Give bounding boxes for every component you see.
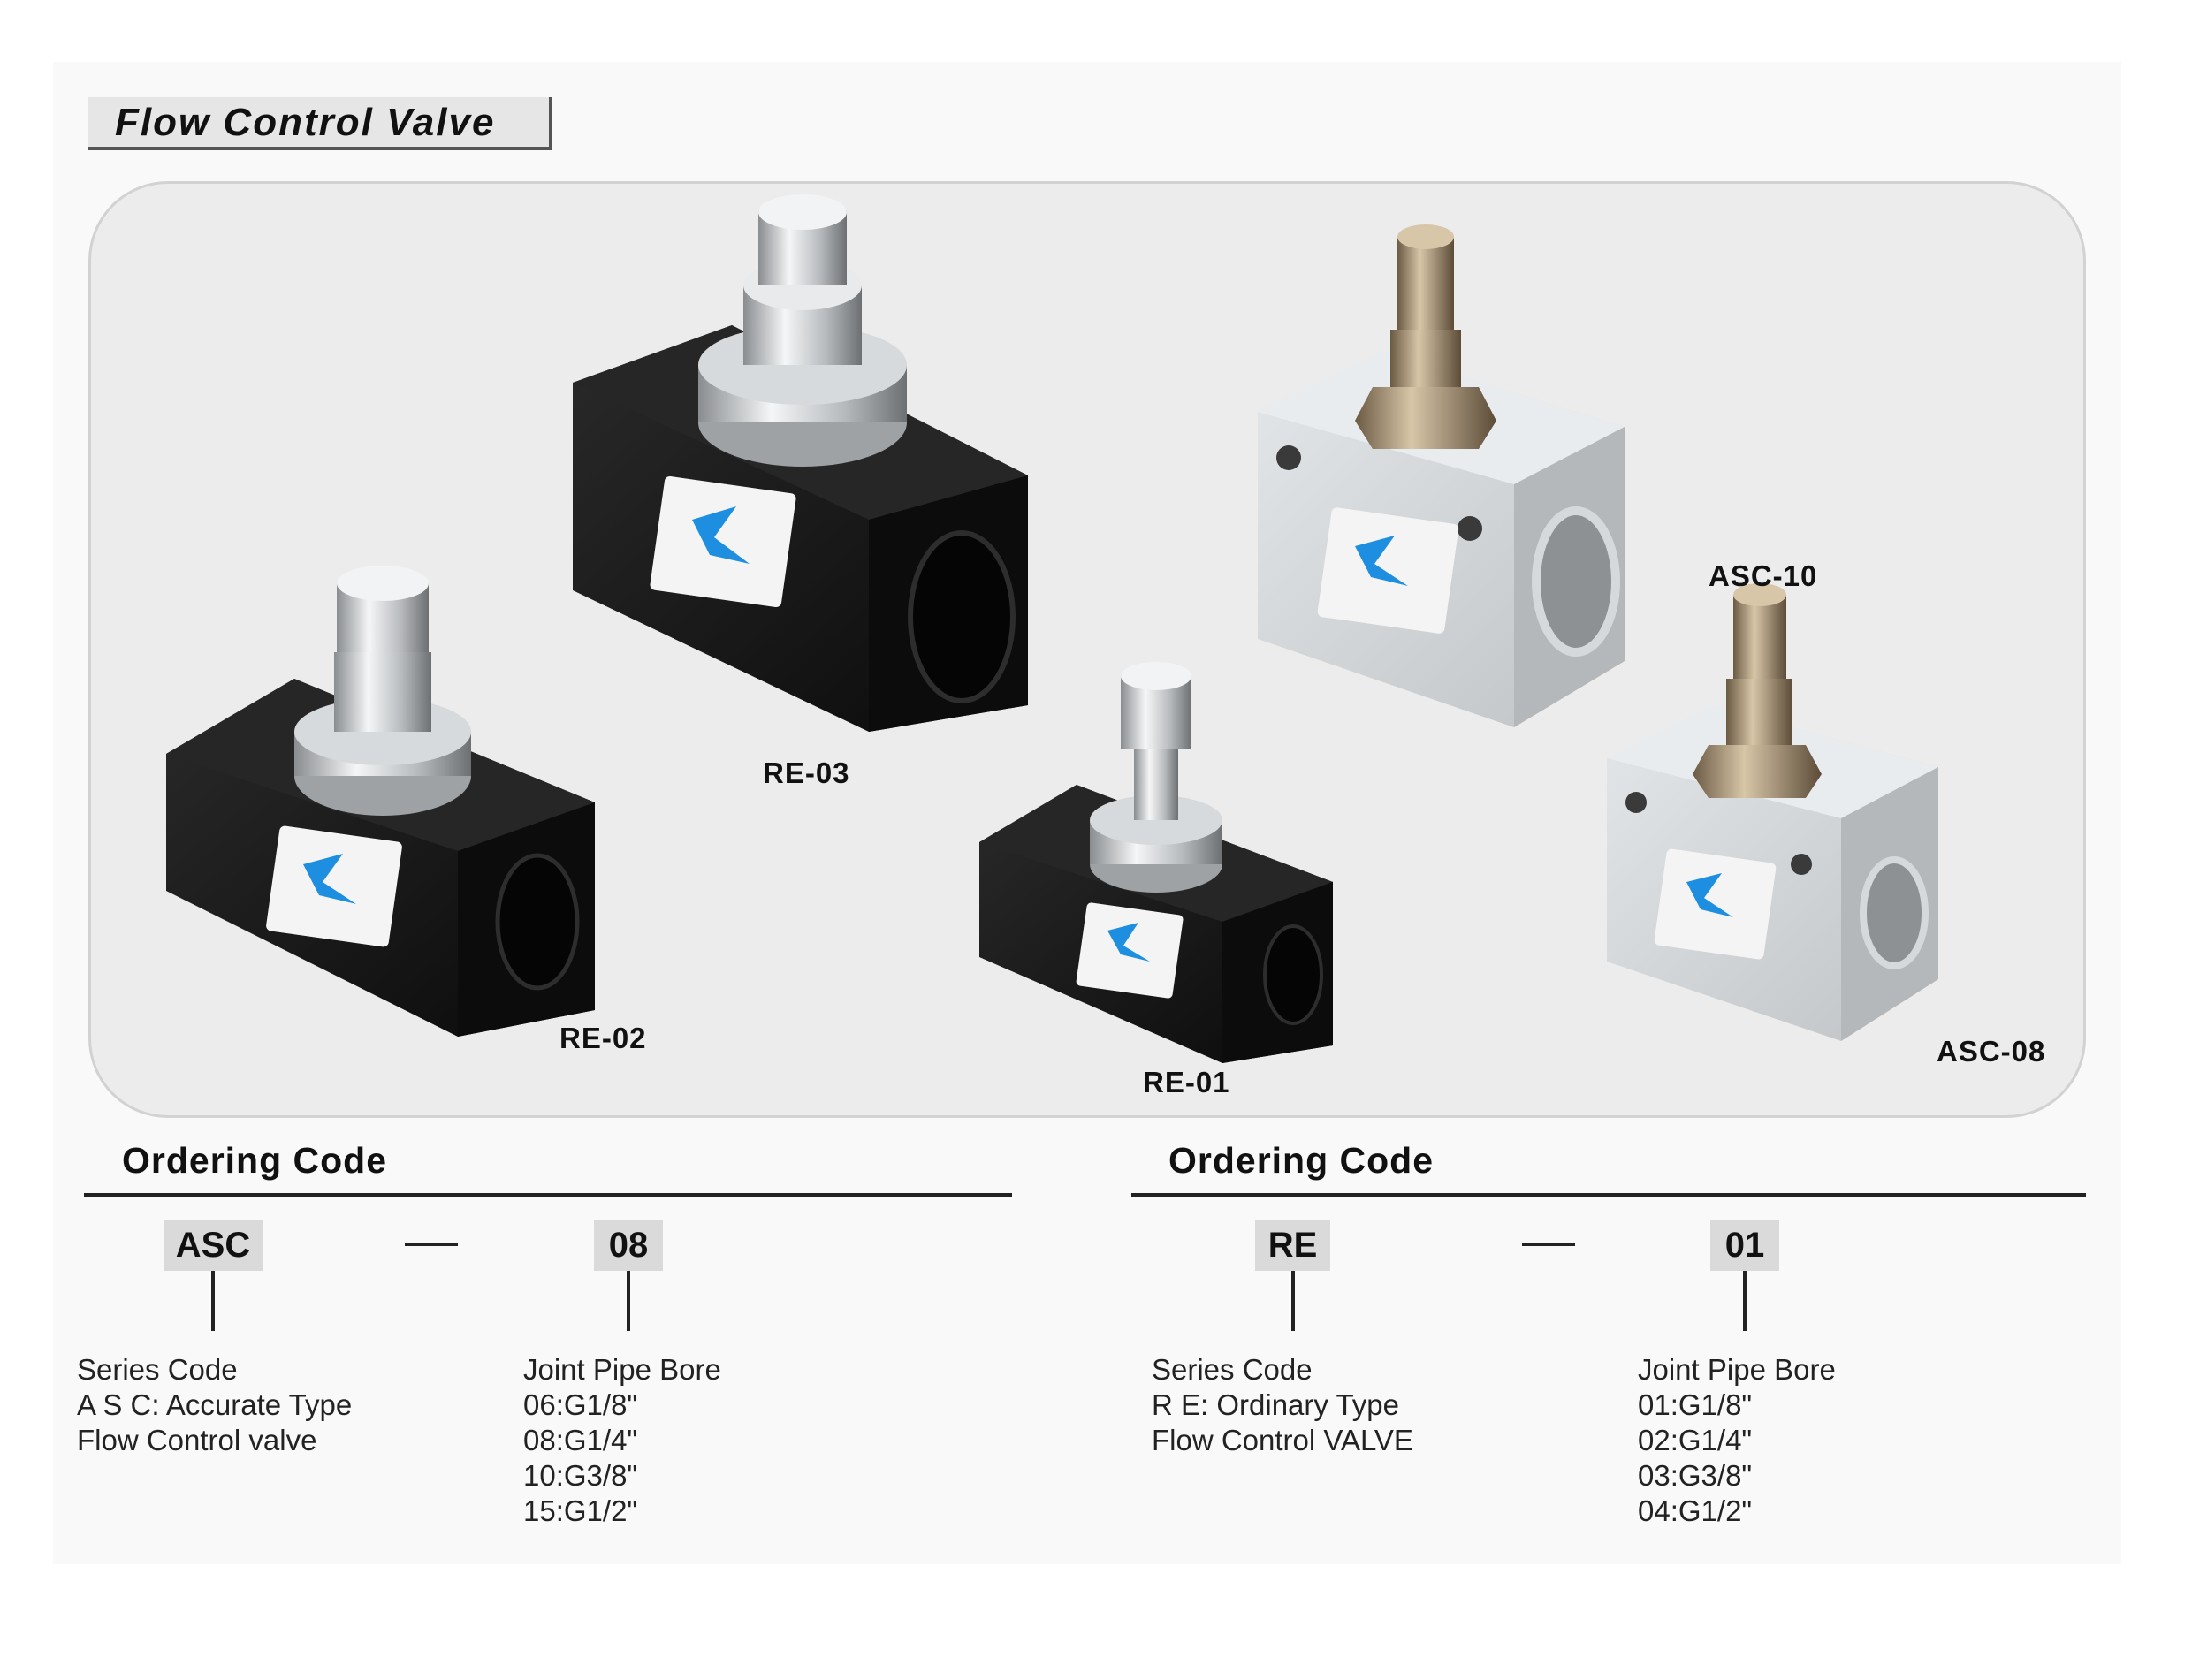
heading-rule — [84, 1193, 1012, 1197]
valve-re-03 — [573, 194, 1028, 732]
model-label-re-03: RE-03 — [763, 756, 850, 789]
code-pointer-line — [211, 1271, 215, 1331]
code-box-series: RE — [1255, 1220, 1330, 1271]
desc-line: A S C: Accurate Type — [77, 1388, 353, 1421]
desc-line: 08:G1/4" — [523, 1424, 638, 1456]
code-separator-dash — [405, 1243, 458, 1246]
code-box-bore: 08 — [594, 1220, 663, 1271]
desc-line: Joint Pipe Bore — [1638, 1353, 1836, 1386]
valve-asc-08 — [1607, 583, 1938, 1041]
brand-logo-icon — [1686, 873, 1733, 917]
code-pointer-line — [1743, 1271, 1747, 1331]
desc-line: 01:G1/8" — [1638, 1388, 1753, 1421]
valve-re-01 — [979, 662, 1333, 1063]
product-photo-panel: RE-03 RE-02 RE-01 ASC-10 ASC-08 — [88, 181, 2086, 1118]
heading-rule — [1131, 1193, 2086, 1197]
ordering-code-heading: Ordering Code — [122, 1140, 388, 1181]
desc-line: Series Code — [77, 1353, 238, 1386]
desc-line: Flow Control valve — [77, 1424, 317, 1456]
code-box-bore: 01 — [1710, 1220, 1779, 1271]
model-label-re-02: RE-02 — [559, 1022, 647, 1054]
series-code-description: Series Code R E: Ordinary Type Flow Cont… — [1152, 1352, 1413, 1458]
model-label-asc-08: ASC-08 — [1937, 1035, 2046, 1068]
valve-asc-10 — [1258, 224, 1625, 727]
page-title: Flow Control Valve — [115, 101, 496, 144]
title-tab: Flow Control Valve — [88, 97, 552, 150]
code-box-series: ASC — [164, 1220, 263, 1271]
desc-line: 06:G1/8" — [523, 1388, 638, 1421]
desc-line: 02:G1/4" — [1638, 1424, 1753, 1456]
desc-line: R E: Ordinary Type — [1152, 1388, 1400, 1421]
desc-line: 04:G1/2" — [1638, 1494, 1753, 1527]
valve-product-photo — [166, 194, 1938, 1063]
model-label-asc-10: ASC-10 — [1709, 559, 1818, 592]
model-label-re-01: RE-01 — [1143, 1066, 1230, 1098]
pipe-bore-description: Joint Pipe Bore 06:G1/8" 08:G1/4" 10:G3/… — [523, 1352, 721, 1529]
desc-line: Flow Control VALVE — [1152, 1424, 1413, 1456]
brand-logo-icon — [1107, 923, 1150, 962]
desc-line: 03:G3/8" — [1638, 1459, 1753, 1492]
desc-line: 10:G3/8" — [523, 1459, 638, 1492]
series-code-description: Series Code A S C: Accurate Type Flow Co… — [77, 1352, 352, 1458]
code-separator-dash — [1522, 1243, 1575, 1246]
desc-line: Joint Pipe Bore — [523, 1353, 721, 1386]
desc-line: Series Code — [1152, 1353, 1313, 1386]
code-pointer-line — [1291, 1271, 1295, 1331]
brand-logo-icon — [1355, 536, 1408, 586]
desc-line: 15:G1/2" — [523, 1494, 638, 1527]
brand-logo-icon — [303, 854, 356, 904]
pipe-bore-description: Joint Pipe Bore 01:G1/8" 02:G1/4" 03:G3/… — [1638, 1352, 1836, 1529]
code-pointer-line — [627, 1271, 630, 1331]
valve-re-02 — [166, 566, 595, 1037]
brand-logo-icon — [692, 506, 750, 564]
ordering-code-heading: Ordering Code — [1168, 1140, 1435, 1181]
